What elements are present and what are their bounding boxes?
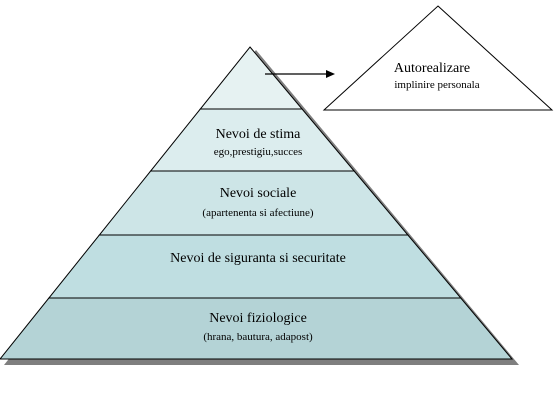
pyramid-level-social bbox=[98, 170, 409, 236]
social-subtitle: (apartenenta si afectiune) bbox=[202, 207, 313, 219]
pyramid-level-safety bbox=[47, 234, 462, 299]
pyramid-level-physiological bbox=[0, 297, 514, 360]
self-actualization-callout bbox=[322, 5, 554, 111]
arrow-head-icon bbox=[326, 70, 335, 78]
esteem-title: Nevoi de stima bbox=[216, 127, 302, 142]
callout-subtitle: implinire personala bbox=[394, 79, 479, 91]
physiological-subtitle: (hrana, bautura, adapost) bbox=[203, 331, 313, 343]
safety-title: Nevoi de siguranta si securitate bbox=[170, 251, 346, 266]
pyramid-level-self-actualization-tip bbox=[199, 46, 304, 110]
esteem-subtitle: ego,prestigiu,succes bbox=[214, 146, 303, 158]
callout-title: Autorealizare bbox=[394, 61, 470, 76]
social-title: Nevoi sociale bbox=[220, 186, 297, 201]
physiological-title: Nevoi fiziologice bbox=[209, 311, 307, 326]
